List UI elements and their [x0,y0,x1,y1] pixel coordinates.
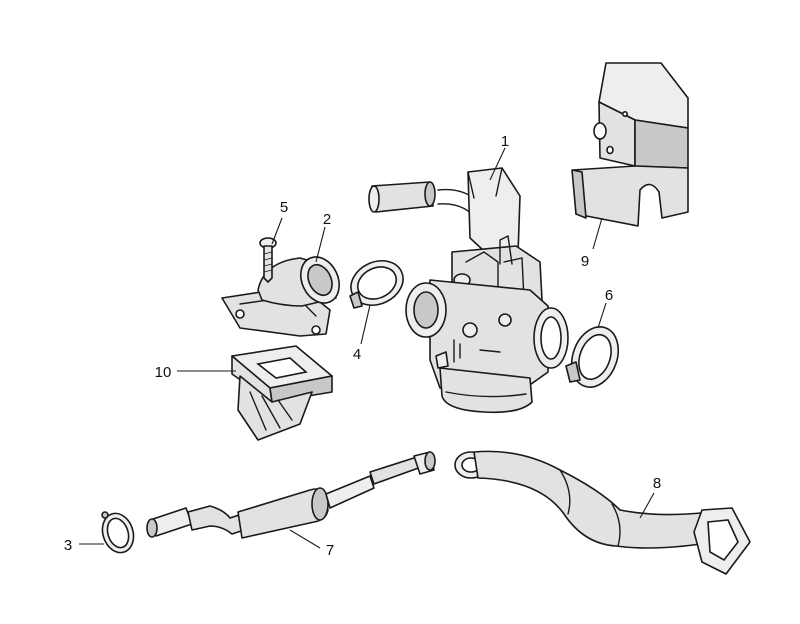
leader-1 [489,147,506,181]
part-reed-valve [231,345,333,441]
part-hose-clamp-small [349,260,404,309]
leader-7 [289,529,321,549]
callout-5: 5 [280,199,288,216]
leader-9 [592,217,603,250]
callout-9: 9 [581,253,589,270]
part-carburetor-cover [571,62,689,227]
part-intake-duct [454,450,751,575]
callout-3: 3 [64,537,72,554]
part-spring-clip [101,511,135,554]
leader-2 [315,226,326,263]
part-screw [259,237,277,283]
leader-4 [360,304,371,345]
part-air-filter-pipe [146,451,436,539]
callout-6: 6 [605,287,613,304]
callout-7: 7 [326,542,334,559]
callout-8: 8 [653,475,661,492]
callout-1: 1 [501,133,509,150]
part-carburetor [368,167,569,414]
callout-4: 4 [353,346,361,363]
leader-lines [79,147,655,549]
part-hose-clamp-large [565,326,620,388]
callout-10: 10 [155,364,172,381]
part-intake-manifold [221,256,341,337]
callout-labels: 1 2 3 4 5 6 7 8 9 10 [64,133,661,559]
leader-5 [271,217,283,245]
leader-6 [597,302,607,329]
leader-8 [639,492,655,519]
callout-2: 2 [323,211,331,228]
